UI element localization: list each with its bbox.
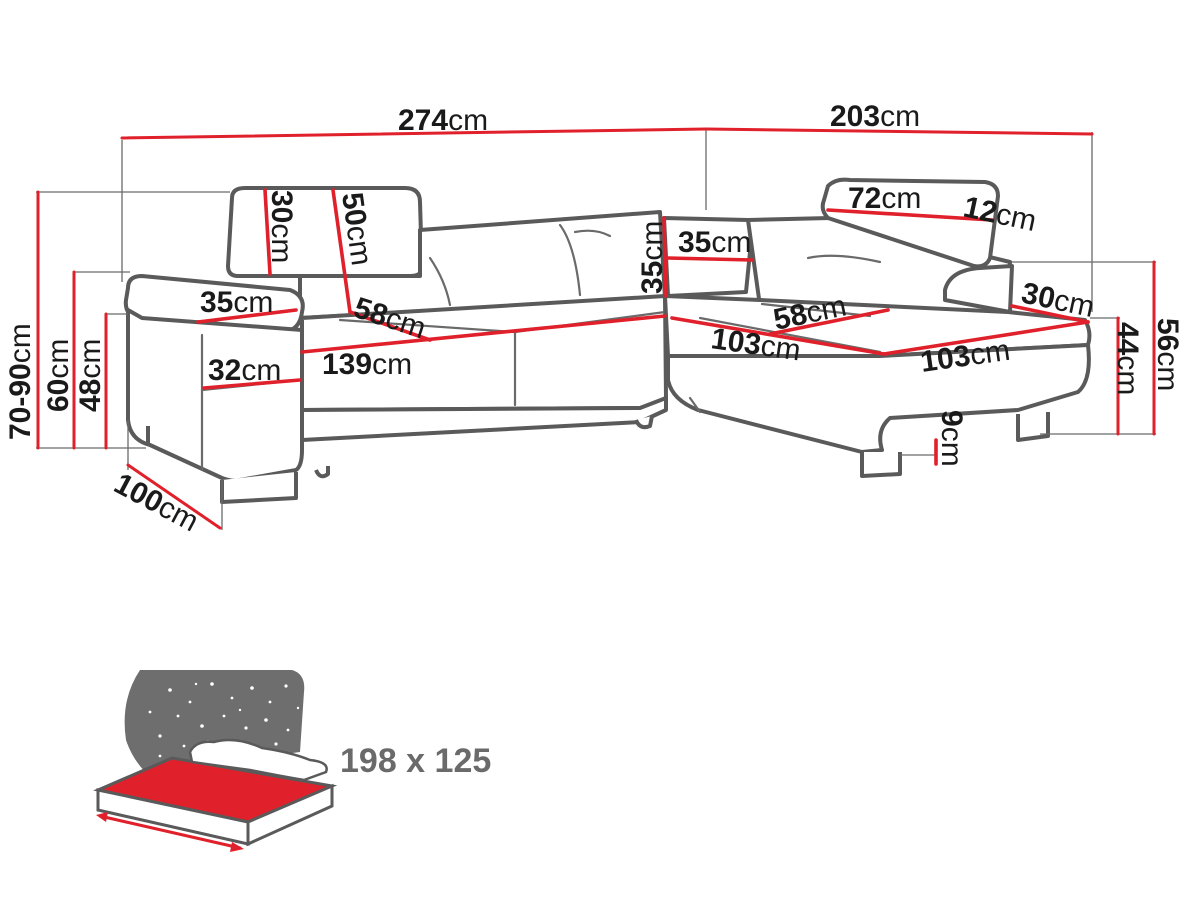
seat-height-label: 48cm bbox=[74, 339, 107, 412]
total-width-label: 274cm bbox=[398, 104, 488, 137]
headrest-height-label: 30cm bbox=[265, 190, 298, 263]
bed-function-icon: 198 x 125 bbox=[93, 670, 491, 852]
chaise-side-leg bbox=[1016, 412, 1050, 442]
seat-width-left-label: 139cm bbox=[322, 348, 412, 381]
side-width-line bbox=[202, 378, 302, 390]
left-arm-side bbox=[126, 308, 304, 483]
seat-width-left-line bbox=[300, 314, 667, 354]
headrest-depth-label: 12cm bbox=[961, 191, 1040, 239]
armrest-height-label: 60cm bbox=[42, 339, 75, 412]
side-width-label: 32cm bbox=[208, 354, 281, 387]
corner-width-label: 203cm bbox=[830, 100, 920, 133]
bed-size-label: 198 x 125 bbox=[340, 742, 491, 780]
depth-line bbox=[126, 463, 222, 530]
chaise-front-leg bbox=[860, 452, 902, 478]
middle-foot bbox=[314, 466, 330, 479]
chaise-arm-width-label: 30cm bbox=[1019, 277, 1098, 325]
cushion-height-label: 35cm bbox=[636, 221, 669, 294]
bed-width-arrow bbox=[98, 814, 242, 850]
left-seat-front bbox=[300, 396, 668, 442]
pillow bbox=[188, 738, 328, 782]
corner-width-line bbox=[704, 127, 1094, 136]
depth-label: 100cm bbox=[109, 467, 204, 538]
backrest-height-line bbox=[331, 188, 352, 314]
chaise-width-b-line bbox=[882, 320, 1090, 356]
headrest-height-line bbox=[263, 188, 272, 276]
height-label: 70-90cm bbox=[4, 323, 37, 440]
chaise-width-a-label: 103cm bbox=[709, 322, 803, 367]
armrest-width-label: 35cm bbox=[200, 286, 273, 319]
headrest-width-line bbox=[826, 208, 994, 222]
guide-lines bbox=[36, 128, 1156, 530]
stars-icon bbox=[148, 682, 300, 764]
dimension-lines bbox=[36, 127, 1156, 530]
backrest-height-label: 50cm bbox=[335, 190, 378, 267]
headrest-width-label: 72cm bbox=[848, 182, 921, 215]
left-headrest bbox=[226, 186, 424, 278]
seat-depth-right-line bbox=[768, 308, 890, 336]
leg-height-label: 9cm bbox=[935, 410, 968, 467]
chaise-arm-width-line bbox=[1010, 304, 1090, 324]
right-headrest bbox=[820, 177, 1000, 269]
seat-depth-left-line bbox=[348, 310, 432, 342]
seat-depth-right-label: 58cm bbox=[771, 289, 850, 337]
cushion-width-label: 35cm bbox=[678, 226, 751, 259]
right-arm bbox=[943, 264, 1014, 314]
center-foot bbox=[634, 415, 654, 430]
chaise-seat-height-label: 44cm bbox=[1111, 322, 1144, 395]
cushion-width-line bbox=[666, 256, 754, 262]
chaise-width-b-label: 103cm bbox=[918, 334, 1012, 379]
chaise-front bbox=[666, 343, 1091, 454]
chaise-height-label: 56cm bbox=[1151, 318, 1184, 391]
chaise-width-a-line bbox=[670, 316, 886, 356]
total-width-line bbox=[120, 127, 708, 140]
cushion-height-line bbox=[662, 216, 668, 298]
armrest-width-line bbox=[196, 308, 298, 324]
